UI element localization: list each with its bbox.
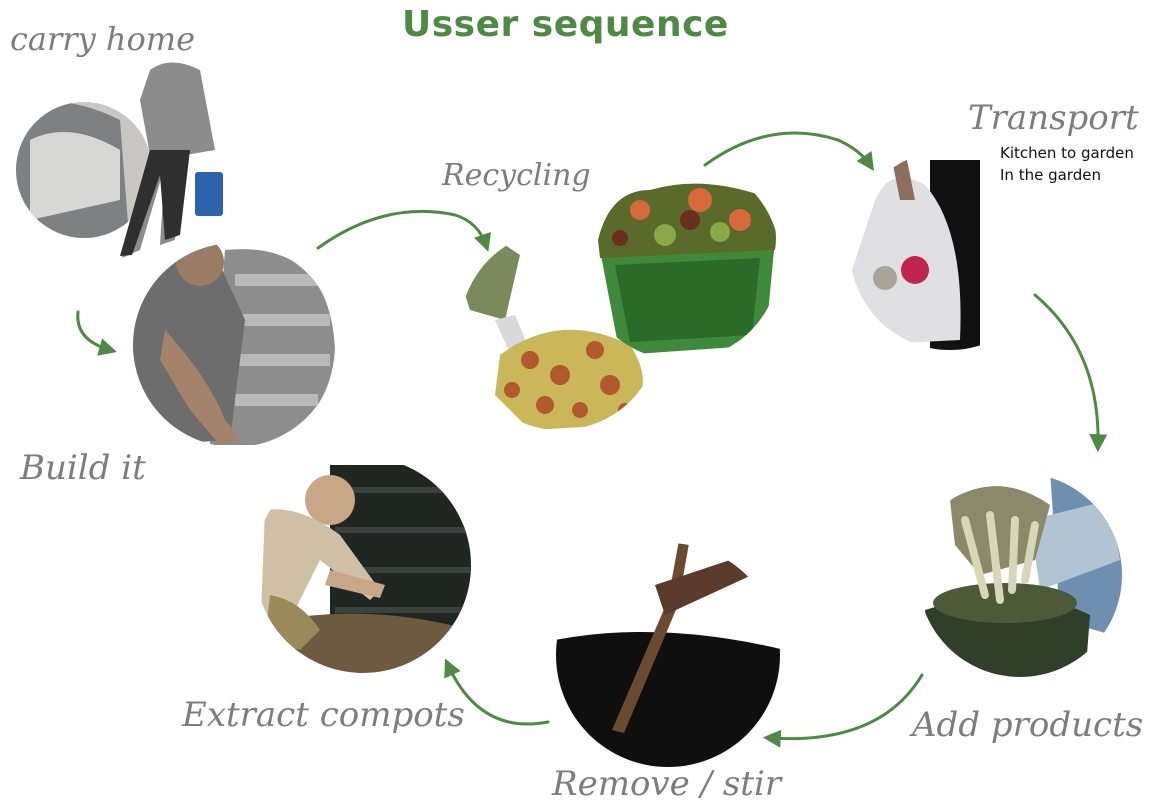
photo-recycling-bin bbox=[580, 160, 780, 360]
arrow-add-to-remove bbox=[762, 673, 924, 748]
arrow-remove-to-extract bbox=[444, 658, 550, 726]
arrow-recycling-to-transport bbox=[703, 131, 874, 171]
transport-sub-kitchen: Kitchen to garden bbox=[1000, 144, 1134, 162]
photo-add-products bbox=[918, 473, 1122, 677]
step-label-add-products: Add products bbox=[912, 705, 1144, 745]
arrow-build-to-recycling bbox=[316, 209, 491, 252]
photo-transport bbox=[850, 150, 1050, 350]
photo-build-it bbox=[133, 243, 337, 447]
step-label-transport: Transport bbox=[968, 98, 1139, 138]
photo-carry-home-walker bbox=[120, 62, 223, 258]
step-label-extract-compost: Extract compots bbox=[182, 695, 465, 735]
arrow-transport-to-add bbox=[1033, 293, 1108, 453]
step-label-recycling: Recycling bbox=[442, 158, 591, 193]
arrow-carry-to-build bbox=[76, 310, 117, 356]
photo-remove-stir bbox=[556, 543, 780, 767]
transport-sub-garden: In the garden bbox=[1000, 166, 1101, 184]
step-label-remove-stir: Remove / stir bbox=[552, 764, 782, 804]
step-label-carry-home: carry home bbox=[10, 20, 195, 58]
photo-extract-compost bbox=[255, 457, 471, 673]
flow-arrows bbox=[76, 131, 1108, 748]
photo-carry-home bbox=[16, 102, 152, 238]
step-label-build-it: Build it bbox=[20, 448, 146, 488]
diagram-title: Usser sequence bbox=[402, 4, 729, 45]
